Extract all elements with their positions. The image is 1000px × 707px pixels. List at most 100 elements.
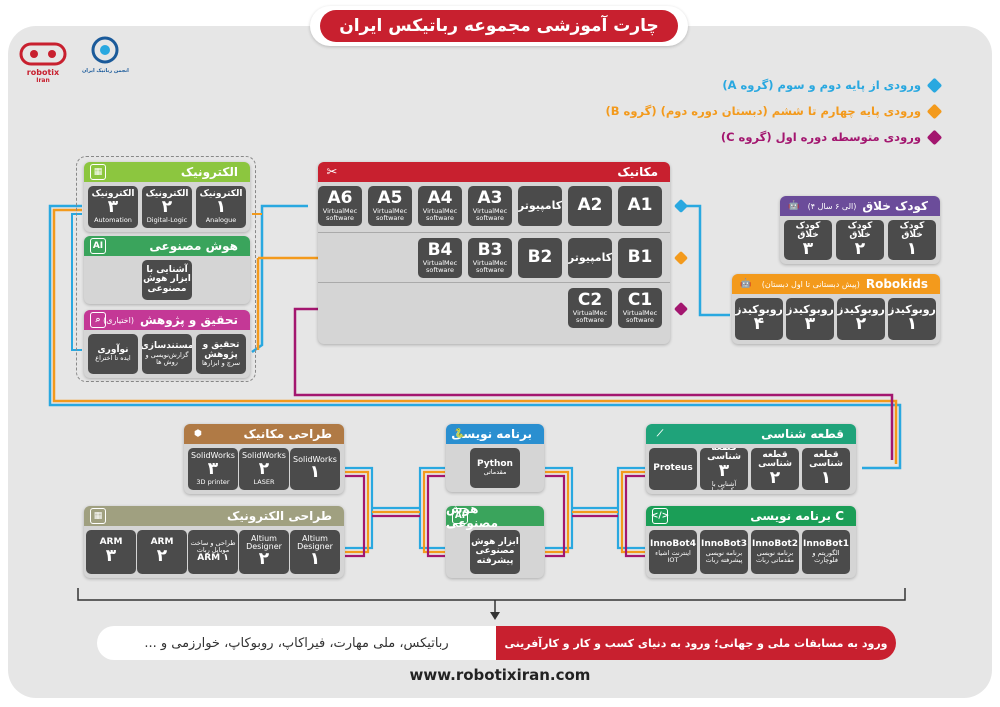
elec-design-header: ▦ طراحی الکترونیک	[84, 506, 344, 526]
tile-code: B4	[427, 240, 453, 261]
altium-1-tile[interactable]: Altium Designer ۱	[290, 530, 340, 574]
kids-header: 🤖 (۴ الی ۶ سال) کودک خلاق	[780, 196, 940, 216]
mech-design-box: ⬢ طراحی مکانیک SolidWorks ۱ SolidWorks ۲…	[184, 424, 344, 494]
innobot1-tile[interactable]: InnoBot1 الگوریتم و فلوچارت	[802, 530, 850, 574]
solidworks-2-tile[interactable]: SolidWorks ۲ LASER	[239, 448, 289, 490]
research-3-tile[interactable]: نوآوری ایده تا اختراع	[88, 334, 138, 374]
tile-code: B2	[527, 247, 553, 268]
kids-3-tile[interactable]: کودک خلاق ۳	[784, 220, 832, 260]
research-2-tile[interactable]: مستندسازی گزارش‌نویسی و روش ها	[142, 334, 192, 374]
research-box: ⌕ (اختیاری) تحقیق و پژوهش تحقیق و پژوهش …	[84, 310, 250, 378]
mechanics-row2-tile[interactable]: کامپیوتر	[568, 238, 612, 278]
arm-1-tile[interactable]: طراحی و ساخت موبایل ربات ARM ۱	[188, 530, 238, 574]
tile-number: ۱	[820, 467, 832, 488]
ai-mid-tile[interactable]: ابزار هوش مصنوعی پیشرفته	[470, 530, 520, 574]
tile-sublabel: برنامه نویسی مقدماتی ربات	[756, 548, 794, 564]
website-url[interactable]: www.robotixiran.com	[409, 666, 591, 684]
mechanics-row2-tile[interactable]: B1	[618, 238, 662, 278]
kids-box: 🤖 (۴ الی ۶ سال) کودک خلاق کودک خلاق ۱ کو…	[780, 196, 940, 264]
tile-code: C1	[627, 290, 653, 311]
robokids-3-tile[interactable]: روبوکیدز ۳	[786, 298, 834, 340]
tile-code: B1	[627, 247, 653, 268]
wrench-icon: ✂	[326, 164, 338, 180]
tile-label: InnoBot1	[803, 539, 849, 550]
python-icon: 🐍	[454, 429, 466, 439]
tile-number: ۳	[107, 197, 119, 218]
tile-label: SolidWorks	[191, 451, 235, 461]
innobot4-tile[interactable]: InnoBot4 اینترنت اشیاء IOT	[649, 530, 697, 574]
tile-sublabel: مقدماتی	[483, 468, 507, 477]
electronics-1-tile[interactable]: الکترونیک ۱ Analogue	[196, 186, 246, 228]
tile-label: الکترونیک	[199, 188, 243, 199]
innobot3-tile[interactable]: InnoBot3 برنامه نویسی پیشرفته ربات	[700, 530, 748, 574]
ai-mid-header: AI هوش مصنوعی	[446, 502, 544, 530]
tile-sublabel: LASER	[253, 477, 275, 486]
tile-number: ۳	[802, 238, 814, 259]
tile-number: ۲	[258, 458, 270, 479]
research-1-tile[interactable]: تحقیق و پژوهش سرچ و ابزارها	[196, 334, 246, 374]
mechanics-row1-tile[interactable]: کامپیوتر	[518, 186, 562, 226]
ai-left-header: AI هوش مصنوعی	[84, 236, 250, 256]
tile-label: InnoBot3	[701, 539, 747, 550]
tile-sublabel: آشنایی با میکروکنترلر	[708, 479, 740, 490]
parts-1-tile[interactable]: قطعه شناسی ۱	[802, 448, 850, 490]
legend-label-a: ورودی از پایه دوم و سوم (گروه A)	[722, 78, 921, 92]
footer-bar: رباتیکس، ملی مهارت، فیراکاپ، روبوکاپ، خو…	[97, 626, 896, 660]
tile-code: C2	[577, 290, 603, 311]
altium-2-tile[interactable]: Altium Designer ۲	[239, 530, 289, 574]
chip-icon: ▦	[90, 164, 106, 180]
tile-label: InnoBot2	[752, 539, 798, 550]
electronics-2-tile[interactable]: الکترونیک ۲ Digital-Logic	[142, 186, 192, 228]
arm-2-tile[interactable]: ARM ۲	[137, 530, 187, 574]
mechanics-row1-tile[interactable]: A2	[568, 186, 612, 226]
cube-icon: ⬢	[194, 429, 202, 439]
legend-item-c: ورودی متوسطه دوره اول (گروه C)	[721, 129, 943, 145]
parts-3-tile[interactable]: قطعه شناسی ۳ آشنایی با میکروکنترلر	[700, 448, 748, 490]
tile-number: ۱	[215, 197, 227, 218]
solidworks-1-tile[interactable]: SolidWorks ۱	[290, 448, 340, 490]
tile-number: ۲	[854, 238, 866, 259]
electronics-3-tile[interactable]: الکترونیک ۳ Automation	[88, 186, 138, 228]
c-programming-box: </> برنامه نویسی C InnoBot1 الگوریتم و ف…	[646, 506, 856, 578]
divider	[318, 282, 670, 283]
solidworks-3-tile[interactable]: SolidWorks ۳ 3D printer	[188, 448, 238, 490]
proteus-tile[interactable]: Proteus	[649, 448, 697, 490]
tile-label: الکترونیک	[91, 188, 135, 199]
tile-label: ARM	[99, 537, 123, 548]
tile-sublabel: 3D printer	[196, 477, 230, 486]
robokids-4-tile[interactable]: روبوکیدز ۴	[735, 298, 783, 340]
chip-icon: ▦	[90, 508, 106, 524]
ai-icon: AI	[452, 508, 468, 524]
tile-label: Python	[477, 458, 513, 469]
kids-1-tile[interactable]: کودک خلاق ۱	[888, 220, 936, 260]
tile-number: ۱	[906, 238, 918, 259]
mechanics-row2-tile[interactable]: B2	[518, 238, 562, 278]
mechanics-row1-tile[interactable]: A1	[618, 186, 662, 226]
tile-label: تحقیق و پژوهش	[202, 340, 240, 360]
kids-2-tile[interactable]: کودک خلاق ۲	[836, 220, 884, 260]
arm-3-tile[interactable]: ARM ۳	[86, 530, 136, 574]
tile-number: ۱	[906, 313, 918, 334]
parts-header: ⟋ قطعه شناسی	[646, 424, 856, 444]
parts-2-tile[interactable]: قطعه شناسی ۲	[751, 448, 799, 490]
tile-code: A2	[577, 195, 603, 216]
ai-left-title: هوش مصنوعی	[149, 239, 238, 253]
robokids-1-tile[interactable]: روبوکیدز ۱	[888, 298, 936, 340]
tile-label: روبوکیدز	[786, 303, 834, 317]
ai-left-tile[interactable]: آشنایی با ابزار هوش مصنوعی	[142, 260, 192, 300]
python-header: 🐍 برنامه نویسی	[446, 424, 544, 444]
tile-sublabel: طراحی و ساخت موبایل ربات	[190, 539, 236, 555]
robokids-2-tile[interactable]: روبوکیدز ۲	[837, 298, 885, 340]
innobot2-tile[interactable]: InnoBot2 برنامه نویسی مقدماتی ربات	[751, 530, 799, 574]
tile-label: قطعه شناسی	[758, 449, 792, 470]
tile-code: A3	[477, 188, 503, 209]
python-tile[interactable]: Python مقدماتی	[470, 448, 520, 488]
